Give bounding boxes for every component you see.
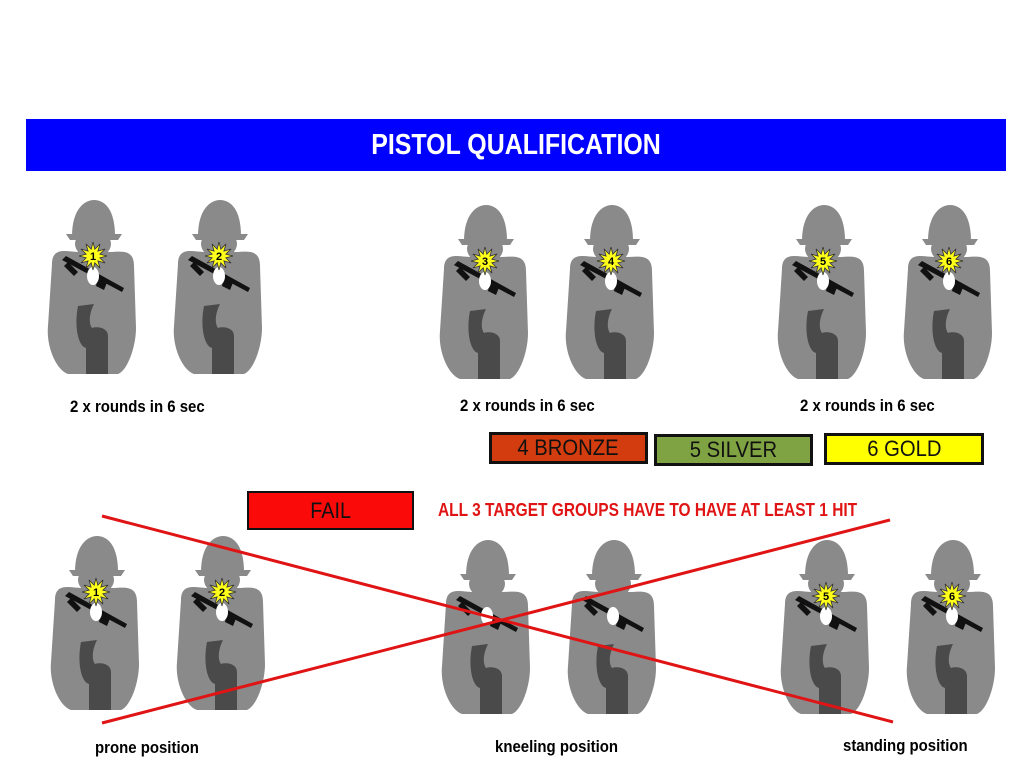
target-figure — [432, 536, 542, 718]
hit-number: 6 — [946, 256, 952, 268]
hit-burst-icon — [78, 241, 108, 271]
rule-text: ALL 3 TARGET GROUPS HAVE TO HAVE AT LEAS… — [438, 500, 858, 520]
hit-marker: 4 — [596, 246, 626, 276]
silver-badge: 5 SILVER — [654, 434, 813, 466]
target-figure: 6 — [894, 201, 1004, 383]
fail-badge: FAIL — [247, 491, 414, 530]
hit-marker: 2 — [204, 241, 234, 271]
hit-number: 6 — [949, 591, 955, 603]
hit-marker: 3 — [470, 246, 500, 276]
target-figure: 3 — [430, 201, 540, 383]
soldier-silhouette-icon: 4 — [565, 205, 654, 379]
soldier-silhouette-icon: 6 — [906, 540, 995, 714]
hit-number: 5 — [820, 256, 826, 268]
hit-burst-icon — [204, 241, 234, 271]
target-figure: 1 — [41, 532, 151, 714]
hit-marker: 5 — [808, 246, 838, 276]
hit-marker: 6 — [937, 581, 967, 611]
caption-standing-rounds: 2 x rounds in 6 sec — [800, 396, 935, 415]
soldier-silhouette-icon: 1 — [50, 536, 139, 710]
target-figure: 2 — [167, 532, 277, 714]
soldier-silhouette-icon: 5 — [777, 205, 866, 379]
target-figure — [558, 536, 668, 718]
hit-number: 1 — [93, 587, 99, 599]
soldier-silhouette-icon: 3 — [439, 205, 528, 379]
hit-marker: 6 — [934, 246, 964, 276]
target-figure: 6 — [897, 536, 1007, 718]
hit-marker: 1 — [78, 241, 108, 271]
caption-kneeling-position: kneeling position — [495, 737, 619, 756]
hit-number: 4 — [608, 256, 615, 268]
target-figure: 2 — [164, 196, 274, 378]
title-banner-background — [26, 119, 1006, 171]
hit-burst-icon — [934, 246, 964, 276]
soldier-silhouette-icon: 2 — [176, 536, 265, 710]
target-figure: 1 — [38, 196, 148, 378]
target-figure: 5 — [771, 536, 881, 718]
caption-standing-position: standing position — [843, 736, 968, 755]
caption-kneeling-rounds: 2 x rounds in 6 sec — [460, 396, 595, 415]
gold-badge: 6 GOLD — [824, 433, 984, 465]
target-figure: 4 — [556, 201, 666, 383]
hit-burst-icon — [596, 246, 626, 276]
hit-number: 2 — [219, 587, 225, 599]
hit-burst-icon — [470, 246, 500, 276]
soldier-silhouette-icon — [441, 540, 530, 714]
hit-number: 5 — [823, 591, 829, 603]
caption-prone-rounds: 2 x rounds in 6 sec — [70, 397, 205, 416]
soldier-silhouette-icon — [567, 540, 656, 714]
hit-number: 1 — [90, 251, 96, 263]
soldier-silhouette-icon: 6 — [903, 205, 992, 379]
hit-burst-icon — [937, 581, 967, 611]
soldier-silhouette-icon: 1 — [47, 200, 136, 374]
hit-number: 3 — [482, 256, 488, 268]
bronze-badge: 4 BRONZE — [489, 432, 648, 464]
soldier-silhouette-icon: 2 — [173, 200, 262, 374]
page-title: PISTOL QUALIFICATION — [371, 128, 661, 161]
target-figure: 5 — [768, 201, 878, 383]
hit-number: 2 — [216, 251, 222, 263]
soldier-silhouette-icon: 5 — [780, 540, 869, 714]
caption-prone-position: prone position — [95, 738, 199, 757]
hit-burst-icon — [808, 246, 838, 276]
